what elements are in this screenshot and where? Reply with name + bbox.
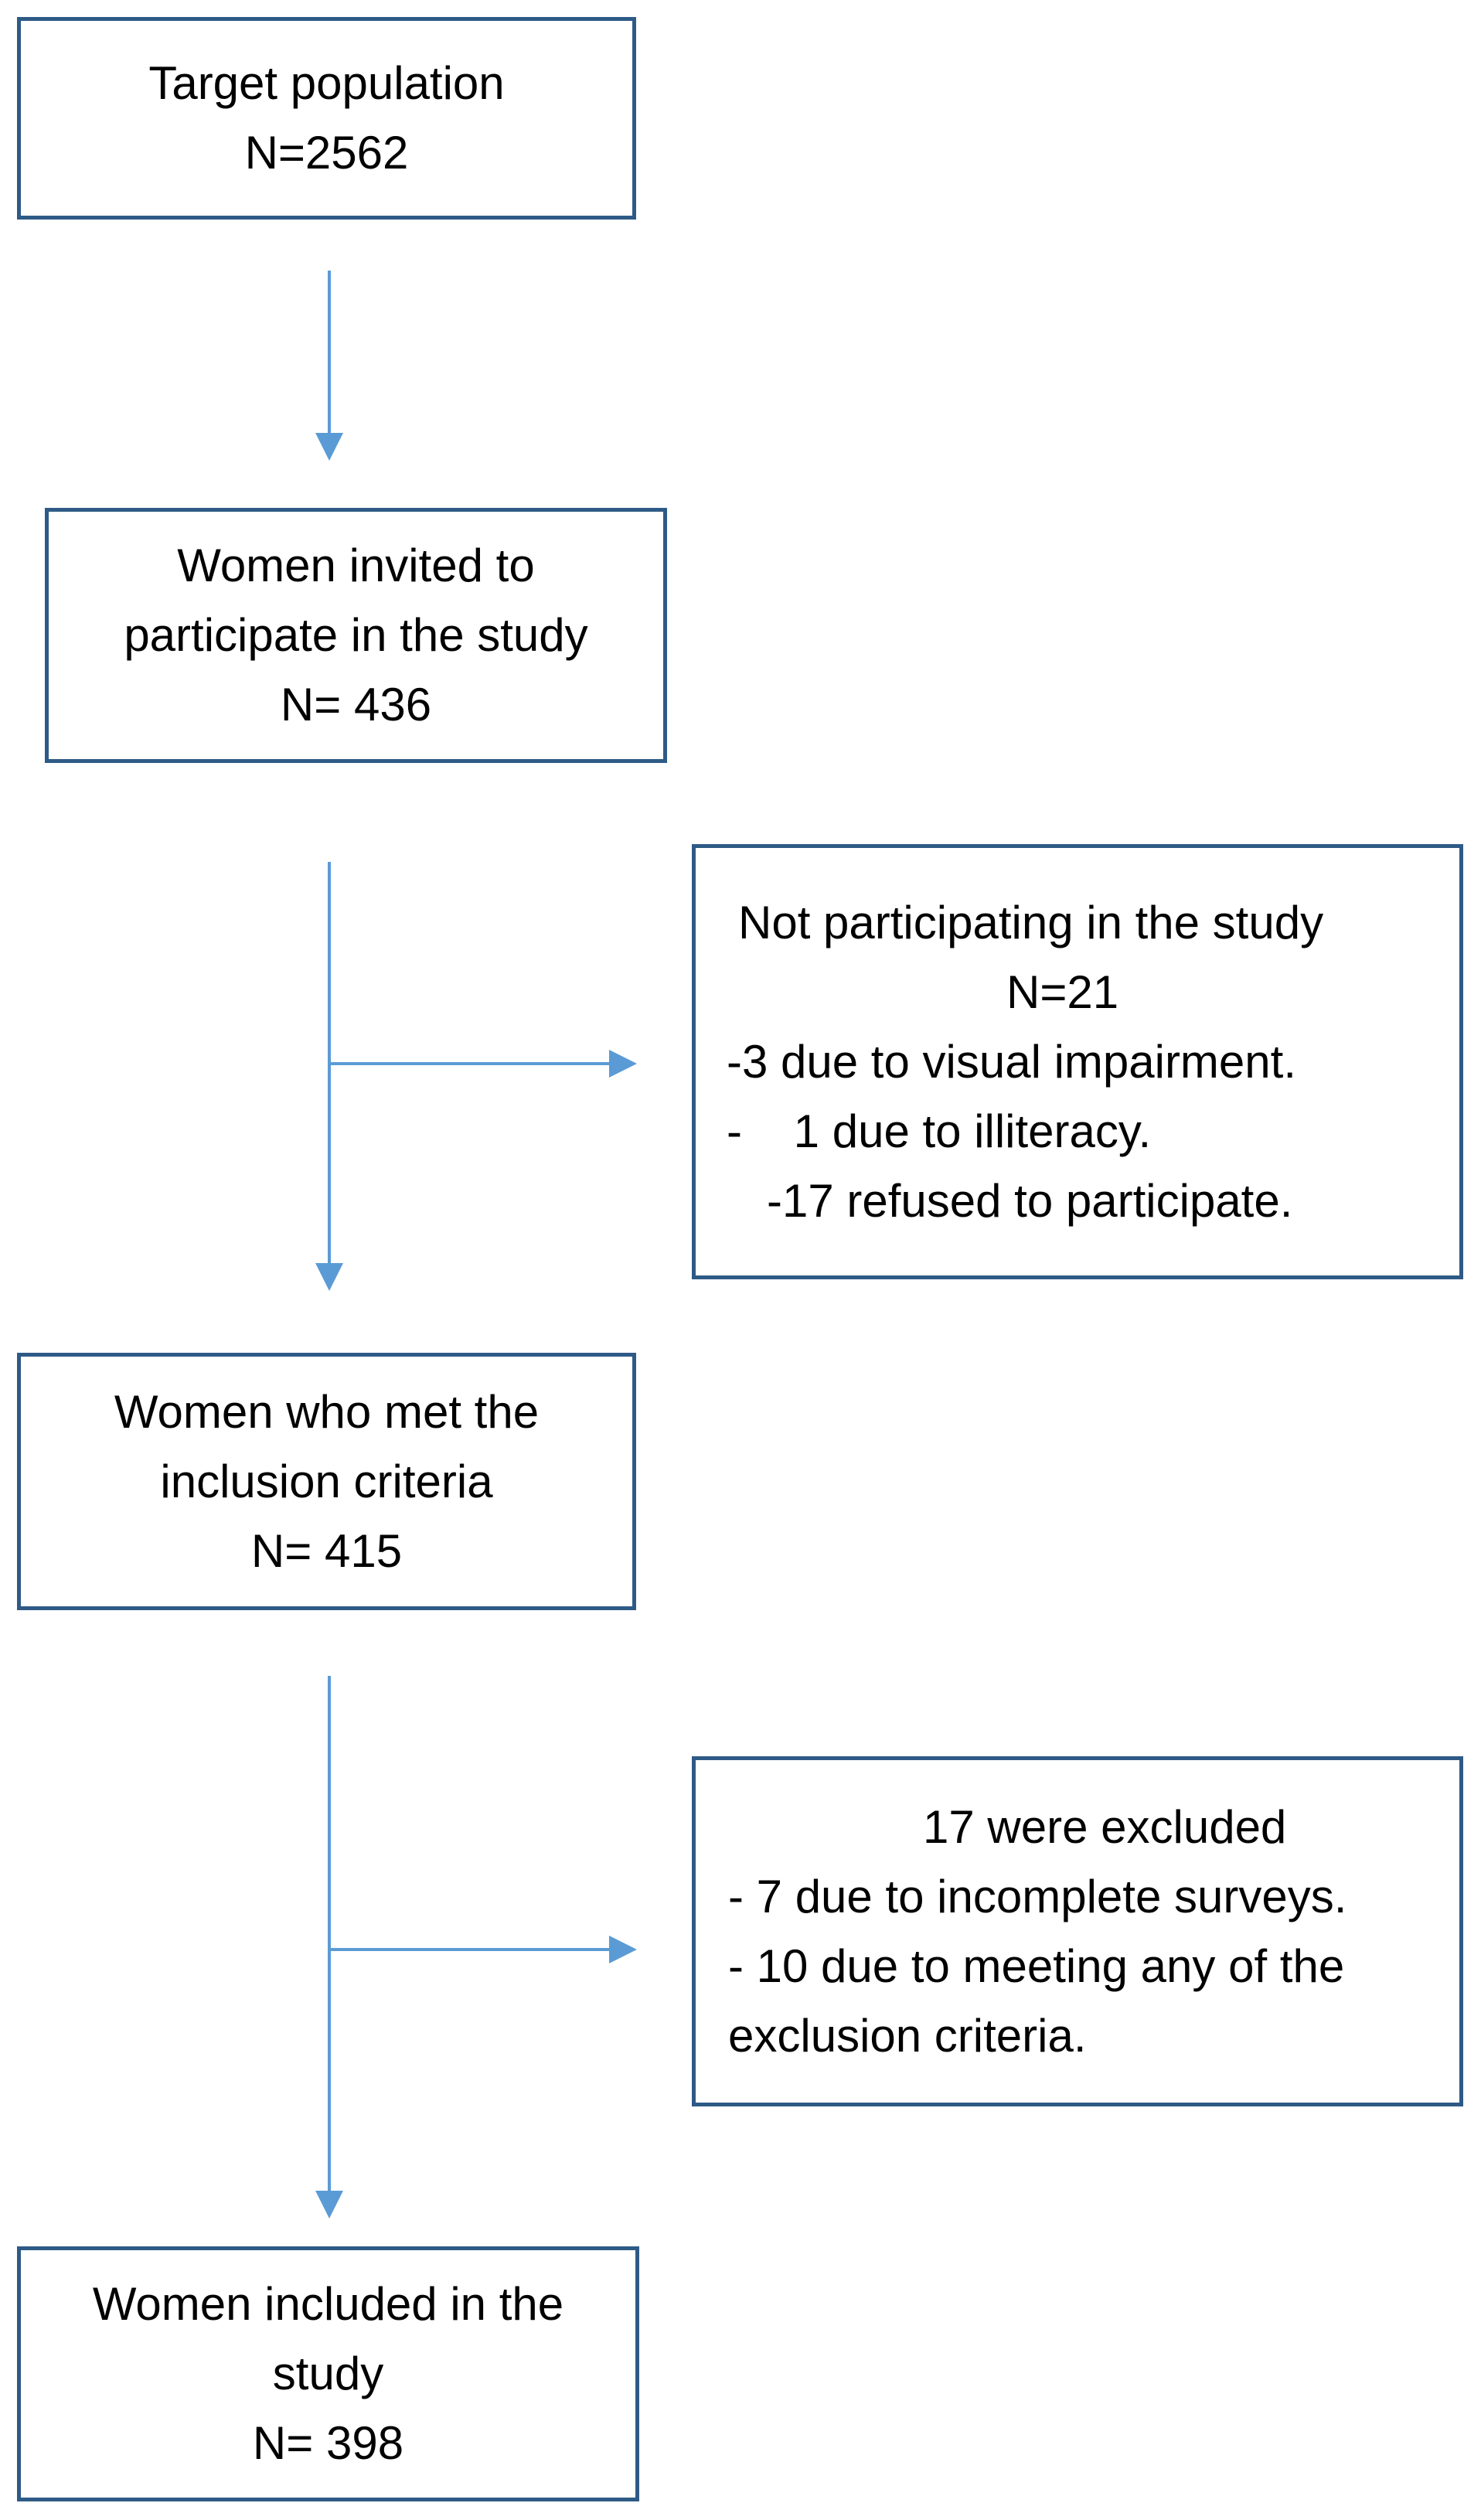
box-line: N=2562 xyxy=(244,127,409,179)
box-line: N= 415 xyxy=(250,1524,403,1577)
box-line: Women who met the xyxy=(114,1385,540,1438)
women-invited-box: Women invited to participate in the stud… xyxy=(45,508,667,763)
box-line: inclusion criteria xyxy=(160,1455,493,1507)
excluded-box: 17 were excluded - 7 due to incomplete s… xyxy=(692,1756,1463,2106)
met-inclusion-criteria-box: Women who met the inclusion criteria N= … xyxy=(17,1353,636,1610)
box-line: - 10 due to meeting any of the xyxy=(728,1939,1345,1992)
arrowhead-invited-to-met xyxy=(315,1263,343,1291)
box-line: Women included in the xyxy=(92,2278,564,2330)
arrowhead-met-to-included xyxy=(315,2191,343,2219)
arrowhead-branch-to-excluded xyxy=(609,1936,637,1963)
not-participating-box: Not participating in the study N=21 -3 d… xyxy=(692,844,1463,1279)
box-line: Not participating in the study xyxy=(738,896,1324,948)
box-line: -17 refused to participate. xyxy=(767,1174,1293,1227)
women-included-box: Women included in the study N= 398 xyxy=(17,2246,639,2501)
arrowhead-branch-to-not-participating xyxy=(609,1050,637,1078)
box-line: 17 were excluded xyxy=(923,1800,1287,1853)
box-line: N=21 xyxy=(1006,965,1119,1018)
box-line: - 1 due to illiteracy. xyxy=(727,1105,1152,1157)
box-line: N= 436 xyxy=(280,679,432,730)
box-line: - 7 due to incomplete surveys. xyxy=(728,1870,1347,1922)
box-line: N= 398 xyxy=(252,2417,404,2469)
box-line: Target population xyxy=(148,57,505,109)
target-population-box: Target population N=2562 xyxy=(17,17,636,220)
box-line: study xyxy=(272,2348,384,2399)
arrowhead-target-to-invited xyxy=(315,433,343,461)
box-line: exclusion criteria. xyxy=(728,2009,1087,2062)
box-line: -3 due to visual impairment. xyxy=(727,1035,1296,1088)
box-line: Women invited to xyxy=(177,540,535,591)
box-line: participate in the study xyxy=(124,609,588,661)
